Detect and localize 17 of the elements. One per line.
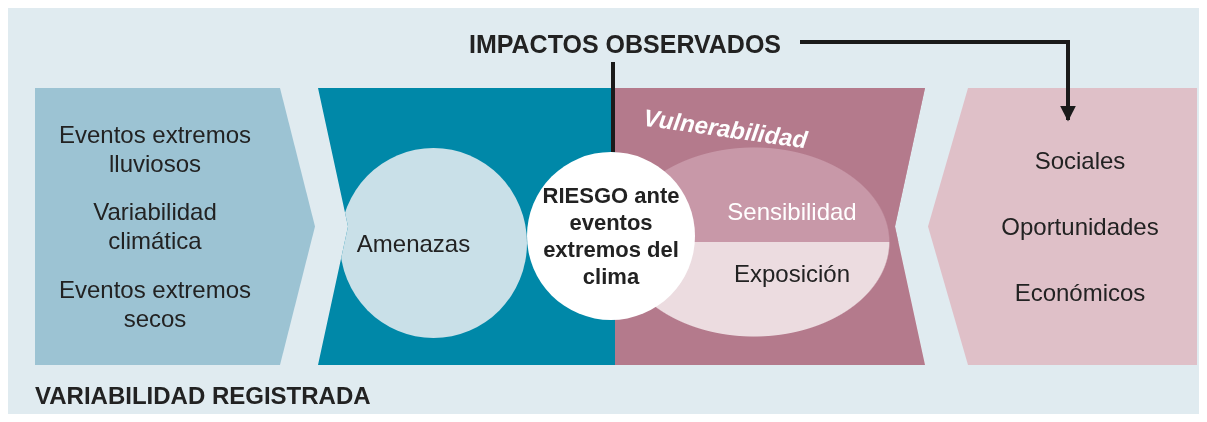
node-label: Sensibilidad: [727, 196, 857, 226]
chevron-panel: [928, 88, 1197, 365]
node-label: Sociales: [1034, 146, 1126, 176]
node-label: Exposición: [733, 258, 851, 288]
node-label: RIESGO ante eventos extremos del clima: [541, 182, 681, 290]
node-label: Económicos: [1014, 277, 1146, 307]
chevron-panel: [35, 88, 315, 365]
node-label: Eventos extremos lluviosos: [57, 119, 253, 178]
heading-label: IMPACTOS OBSERVADOS: [468, 29, 782, 59]
connector-line: [611, 62, 615, 152]
node-label: Oportunidades: [1001, 212, 1159, 241]
caption-label: VARIABILIDAD REGISTRADA: [35, 382, 371, 410]
node-label: Eventos extremos secos: [57, 275, 253, 334]
node-label: Vulnerabilidad: [641, 102, 810, 155]
arrow: [800, 40, 1076, 122]
node-label: Variabilidad climática: [92, 197, 218, 256]
node-label: Amenazas: [356, 228, 471, 258]
